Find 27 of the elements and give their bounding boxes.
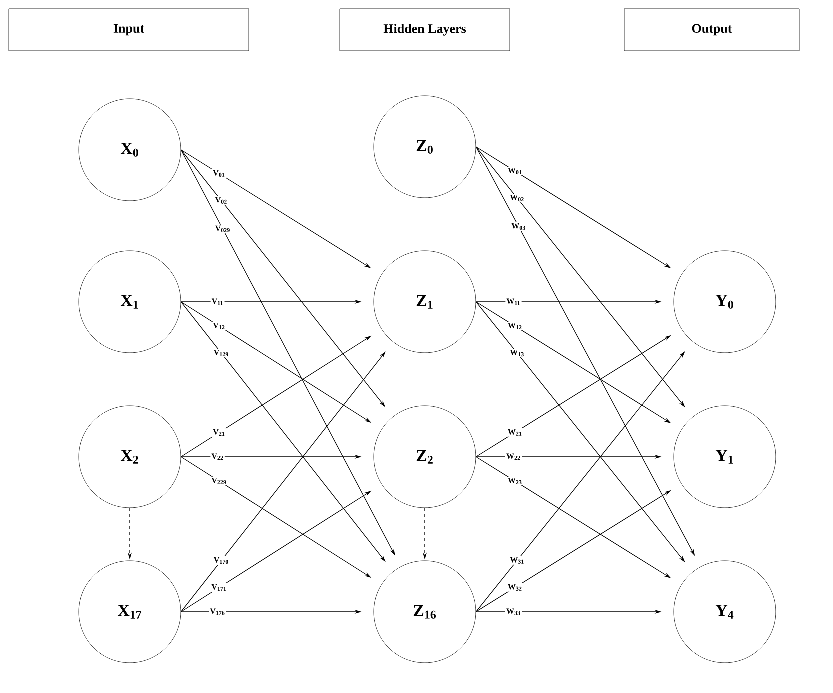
edge-label: V$_{029}$: [214, 224, 232, 234]
edge-label: W$_{01}$: [506, 167, 524, 176]
edge-label: W$_{23}$: [506, 477, 524, 486]
edge-label: W$_{32}$: [506, 583, 524, 592]
edge-label: W$_{21}$: [506, 428, 524, 437]
edge-label: W$_{33}$: [506, 608, 522, 616]
edge-label: V$_{02}$: [214, 196, 229, 205]
edge-label: V$_{170}$: [212, 556, 230, 565]
edge-label: W$_{12}$: [506, 322, 524, 331]
header-box: Hidden Layers: [340, 8, 510, 52]
edge-label: V$_{01}$: [212, 169, 226, 178]
edge-label: W$_{02}$: [509, 194, 526, 203]
edge-label: V$_{129}$: [212, 348, 230, 358]
edge-label: W$_{03}$: [510, 222, 528, 232]
edge-label: W$_{11}$: [506, 298, 522, 306]
edge-label: V$_{229}$: [210, 476, 228, 486]
edge-label: W$_{31}$: [509, 556, 526, 565]
edge-label: V$_{176}$: [209, 608, 226, 616]
edge-label: V$_{11}$: [210, 298, 225, 306]
header-box: Input: [8, 8, 250, 52]
edge-label: W$_{13}$: [509, 349, 526, 358]
edge-label: V$_{21}$: [212, 428, 226, 437]
header-box: Output: [624, 8, 800, 52]
edge-label: V$_{22}$: [210, 452, 225, 462]
edge-label: V$_{171}$: [210, 584, 228, 592]
edge-label: V$_{12}$: [212, 322, 226, 330]
edge-label: W$_{22}$: [506, 452, 522, 462]
